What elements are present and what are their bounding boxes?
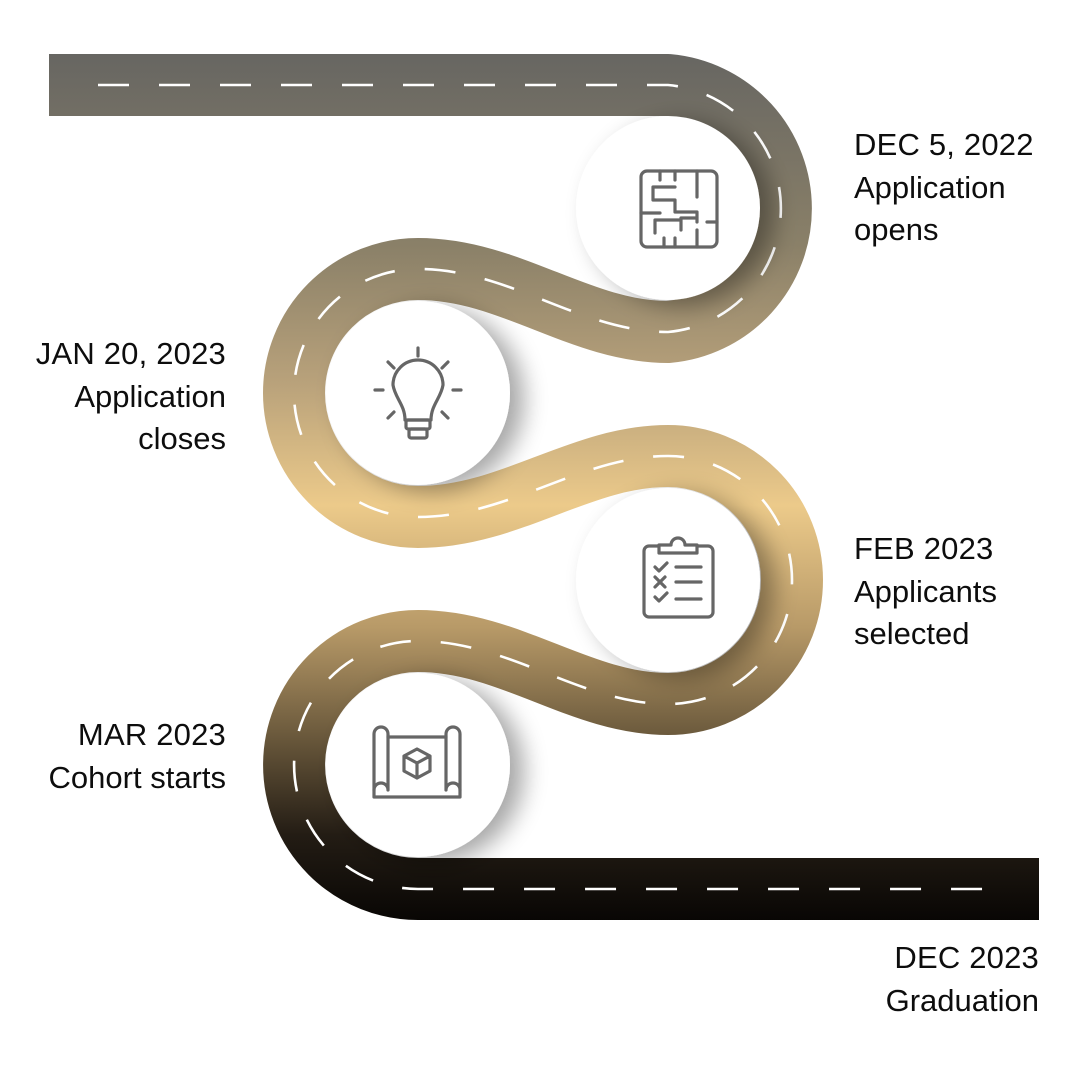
milestone-description: closes bbox=[138, 421, 226, 456]
milestone-description: Application bbox=[854, 170, 1006, 205]
milestone-circle-3 bbox=[576, 488, 760, 672]
milestone-description: opens bbox=[854, 212, 939, 247]
milestone-date: DEC 5, 2022 bbox=[854, 127, 1034, 162]
milestone-3-label: FEB 2023 Applicants selected bbox=[854, 527, 997, 655]
milestone-description: Applicants bbox=[854, 574, 998, 609]
milestone-date: DEC 2023 bbox=[894, 940, 1039, 975]
lightbulb-icon bbox=[373, 346, 463, 440]
maze-icon bbox=[639, 169, 719, 249]
milestone-date: FEB 2023 bbox=[854, 531, 994, 566]
milestone-1-label: DEC 5, 2022 Application opens bbox=[854, 123, 1034, 251]
milestone-description: Application bbox=[74, 379, 226, 414]
blueprint-cube-icon bbox=[372, 725, 462, 799]
milestone-date: MAR 2023 bbox=[77, 717, 226, 752]
milestone-2-label: JAN 20, 2023 Application closes bbox=[36, 332, 226, 460]
milestone-description: selected bbox=[854, 616, 970, 651]
milestone-circle-2 bbox=[326, 301, 510, 485]
lane-markings bbox=[98, 83, 995, 891]
milestone-5-label: DEC 2023 Graduation bbox=[886, 936, 1039, 1022]
milestone-description: Graduation bbox=[885, 983, 1039, 1018]
clipboard-checklist-icon bbox=[642, 536, 715, 619]
milestone-circle-1 bbox=[576, 116, 760, 300]
milestone-description: Cohort starts bbox=[48, 760, 226, 795]
milestone-date: JAN 20, 2023 bbox=[35, 336, 226, 371]
milestone-4-label: MAR 2023 Cohort starts bbox=[49, 713, 226, 799]
